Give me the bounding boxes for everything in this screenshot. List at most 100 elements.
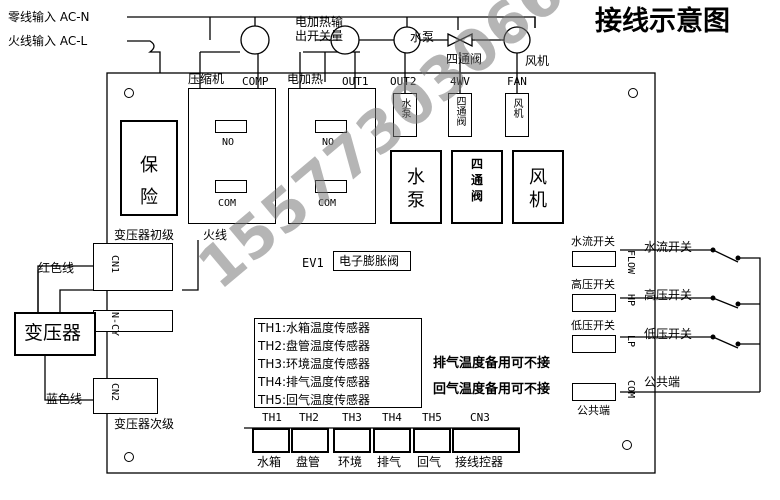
flow-switch [712, 249, 761, 392]
live-input-label: 火线输入 AC-L [8, 34, 88, 48]
terminal-code-th4: TH4 [382, 411, 402, 424]
secondary-label: 变压器次级 [114, 417, 175, 431]
mount-hole-br [622, 440, 632, 450]
mount-hole-bl [124, 452, 134, 462]
sensor-th3: TH3:环境温度传感器 [258, 357, 371, 371]
terminal-label-tank: 水箱 [257, 455, 282, 469]
heat-com-contact [315, 180, 347, 193]
hp-code: HP [625, 294, 636, 307]
transformer-box [14, 312, 96, 356]
transformer-label: 变压器 [24, 322, 82, 344]
com-connector [572, 383, 616, 401]
fan-connector-label: 风机 [511, 98, 522, 118]
terminal-th5 [413, 428, 451, 453]
terminal-label-exhaust: 排气 [377, 455, 402, 469]
flow-connector [572, 251, 616, 267]
ev1-code: EV1 [302, 256, 324, 270]
heat-no-contact [315, 120, 347, 133]
ext-hp-label: 高压开关 [644, 288, 693, 302]
cn2-label: CN2 [109, 383, 120, 402]
sensor-list [254, 318, 422, 408]
blue-wire-label: 蓝色线 [46, 392, 83, 406]
mount-hole-tl [124, 88, 134, 98]
pump-module [390, 150, 442, 224]
heater-symbol [330, 25, 360, 55]
pump-connector-label: 水泵 [399, 98, 410, 118]
page-title: 接线示意图 [595, 6, 730, 37]
hp-switch-label: 高压开关 [571, 278, 615, 291]
terminal-label-ambient: 环境 [338, 455, 363, 469]
live-wire-label: 火线 [203, 228, 228, 242]
valve-symbol [447, 32, 473, 48]
terminal-code-th3: TH3 [342, 411, 362, 424]
lp-code: LP [625, 335, 636, 348]
out1-code: OUT1 [342, 75, 369, 88]
fan-code: FAN [507, 75, 527, 88]
terminal-th2 [291, 428, 329, 453]
terminal-label-return: 回气 [417, 455, 442, 469]
exhaust-note: 排气温度备用可不接 [433, 356, 551, 371]
ext-flow-label: 水流开关 [644, 240, 693, 254]
terminal-code-cn3: CN3 [470, 411, 490, 424]
neutral-input-label: 零线输入 AC-N [8, 10, 90, 24]
comp-no-contact [215, 120, 247, 133]
valve-module [451, 150, 503, 224]
cn1-connector [93, 243, 173, 291]
ext-com-label: 公共端 [644, 375, 681, 389]
lp-switch-label: 低压开关 [571, 319, 615, 332]
primary-label: 变压器初级 [114, 228, 175, 242]
terminal-th1 [252, 428, 290, 453]
terminal-code-th5: TH5 [422, 411, 442, 424]
wv4-code: 4WV [450, 75, 470, 88]
terminal-th3 [333, 428, 371, 453]
flow-switch-label: 水流开关 [571, 235, 615, 248]
terminal-th4 [373, 428, 411, 453]
pump-module-label: 水泵 [407, 167, 425, 212]
terminal-label-controller: 接线控器 [455, 455, 504, 469]
ev1-label: 电子膨胀阀 [339, 254, 400, 268]
compressor-motor [240, 25, 270, 55]
cn1-label: CN1 [109, 255, 120, 274]
fan-module-label: 风机 [529, 167, 547, 212]
pump-connector [393, 93, 417, 137]
valve-load-label: 四通阀 [446, 52, 483, 66]
sensor-th2: TH2:盘管温度传感器 [258, 339, 371, 353]
terminal-cn3 [452, 428, 520, 453]
sensor-th4: TH4:排气温度传感器 [258, 375, 371, 389]
fuse-box [120, 120, 178, 216]
valve-connector [448, 93, 472, 137]
red-wire-label: 红色线 [38, 261, 75, 275]
comp-code: COMP [242, 75, 269, 88]
pump-motor [393, 26, 421, 54]
terminal-code-th1: TH1 [262, 411, 282, 424]
cn2-connector [93, 378, 158, 414]
compressor-relay-label: 压缩机 [188, 72, 225, 86]
pump-load-label: 水泵 [410, 30, 435, 44]
fan-module [512, 150, 564, 224]
fan-connector [505, 93, 529, 137]
flow-code: FLOW [625, 250, 636, 275]
primary-wire [59, 289, 107, 312]
live-line [127, 40, 161, 73]
sensor-th5: TH5:回气温度传感器 [258, 393, 371, 407]
ncy-connector [93, 310, 173, 332]
com-code: COM [625, 380, 636, 399]
terminal-label-coil: 盘管 [296, 455, 321, 469]
comp-no-label: NO [222, 137, 235, 148]
return-note: 回气温度备用可不接 [433, 382, 551, 397]
ext-lp-label: 低压开关 [644, 327, 693, 341]
fan-motor [503, 26, 531, 54]
comp-com-label: COM [218, 198, 237, 209]
heater-relay [288, 88, 376, 224]
mount-hole-tr [628, 88, 638, 98]
heat-no-label: NO [322, 137, 335, 148]
fuse-label: 保险 [140, 155, 158, 209]
heat-com-label: COM [318, 198, 337, 209]
heater-output-label: 电加热输 出开关量 [295, 15, 344, 43]
blue-wire [44, 345, 107, 401]
com-switch-label: 公共端 [577, 404, 610, 417]
valve-connector-label: 四通阀 [454, 96, 465, 126]
hp-connector [572, 294, 616, 312]
comp-com-contact [215, 180, 247, 193]
lp-connector [572, 335, 616, 353]
